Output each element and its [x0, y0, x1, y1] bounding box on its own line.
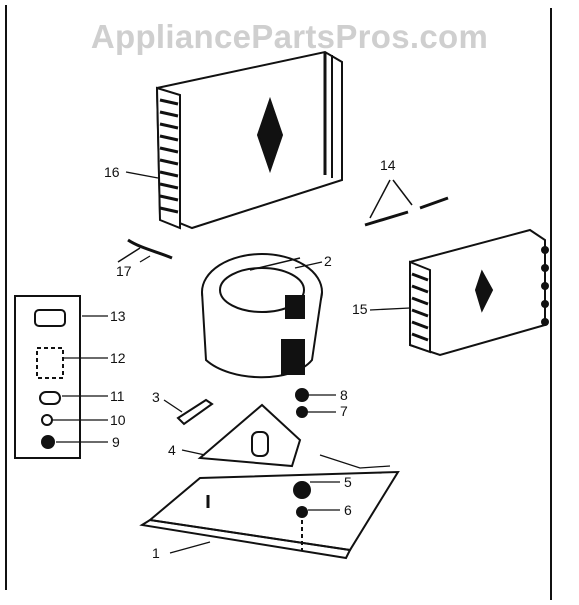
callout-4: 4	[168, 442, 176, 458]
compressor	[201, 253, 323, 379]
callout-17: 17	[116, 263, 132, 279]
tubing-pair	[364, 179, 449, 227]
bracket	[176, 398, 214, 426]
callout-labels: 1 2 3 4 5 6 7 8 9 10 11 12 13 14 15 16 1…	[104, 157, 396, 561]
callout-14: 14	[380, 157, 396, 173]
callout-1: 1	[152, 545, 160, 561]
evaporator-coil	[409, 228, 549, 357]
watermark: AppliancePartsPros.com	[90, 18, 489, 55]
callout-15: 15	[352, 301, 368, 317]
callout-10: 10	[110, 412, 126, 428]
callout-5: 5	[344, 474, 352, 490]
callout-16: 16	[104, 164, 120, 180]
mounting-plate	[197, 403, 302, 468]
callout-6: 6	[344, 502, 352, 518]
callout-9: 9	[112, 434, 120, 450]
hardware-stack	[293, 388, 311, 550]
callout-8: 8	[340, 387, 348, 403]
hardware-panel	[14, 295, 81, 459]
leader-lines	[52, 171, 411, 554]
callout-11: 11	[110, 388, 125, 404]
tube	[117, 238, 173, 263]
callout-2: 2	[324, 253, 332, 269]
callout-12: 12	[110, 350, 126, 366]
condenser-coil	[155, 50, 343, 230]
base-pan	[139, 470, 400, 560]
frame-lines	[5, 5, 552, 600]
callout-7: 7	[340, 403, 348, 419]
callout-13: 13	[110, 308, 126, 324]
callout-3: 3	[152, 389, 160, 405]
